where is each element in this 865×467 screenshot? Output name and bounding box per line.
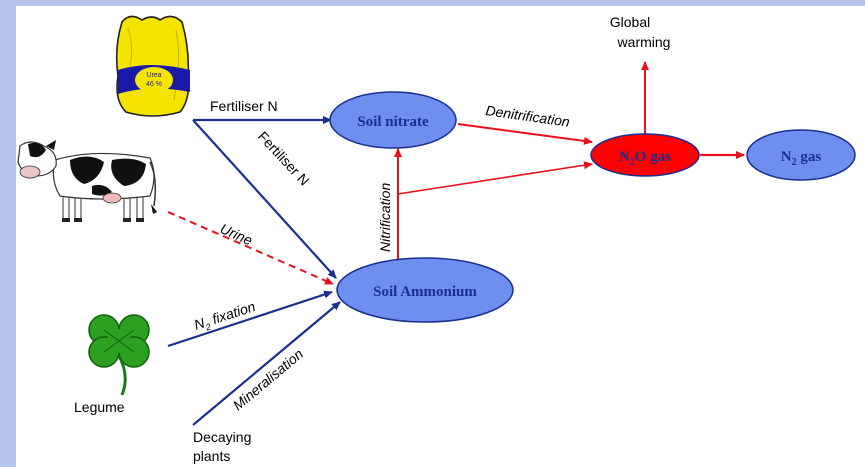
fertiliser-n-label-top: Fertiliser N [210,98,278,114]
node-n2o-gas: N2O gas [590,133,700,177]
n2-fixation-label: N2 fixation [192,298,258,336]
n2-gas-label: N2 gas [781,149,822,168]
global-warming-label-line2: warming [617,34,671,50]
decaying-plants-label-line2: plants [193,448,230,464]
nitrification-label: Nitrification [377,183,393,252]
mineralisation-label: Mineralisation [230,345,307,413]
urine-label: Urine [218,220,255,248]
node-soil-ammonium: Soil Ammonium [336,257,514,323]
legume-label: Legume [74,399,125,415]
global-warming-label-line1: Global [610,14,650,30]
denitrification-label: Denitrification [485,102,571,130]
clover-icon [88,314,150,396]
arrow-mineralisation-to-ammonium [192,301,341,426]
n2o-gas-label: N2O gas [619,149,671,168]
decaying-plants-label-line1: Decaying [193,429,251,445]
soil-ammonium-label: Soil Ammonium [373,284,477,300]
node-soil-nitrate: Soil nitrate [329,91,457,149]
fertiliser-n-label-diagonal: Fertiliser N [255,128,313,188]
arrow-denitrification [457,123,593,145]
urea-bag-icon: Urea 46 % [115,15,190,117]
arrow-urine-to-ammonium [167,211,334,285]
arrow-fertiliser-to-ammonium [192,119,337,279]
cow-icon [17,140,157,222]
soil-nitrate-label: Soil nitrate [357,114,429,130]
urea-bag-text-line2: 46 % [146,81,162,88]
arrow-n2fixation-to-ammonium [167,290,333,348]
node-n2-gas: N2 gas [746,129,856,181]
arrow-ammonium-to-n2o [397,161,593,195]
urea-bag-text-line1: Urea [146,72,161,79]
